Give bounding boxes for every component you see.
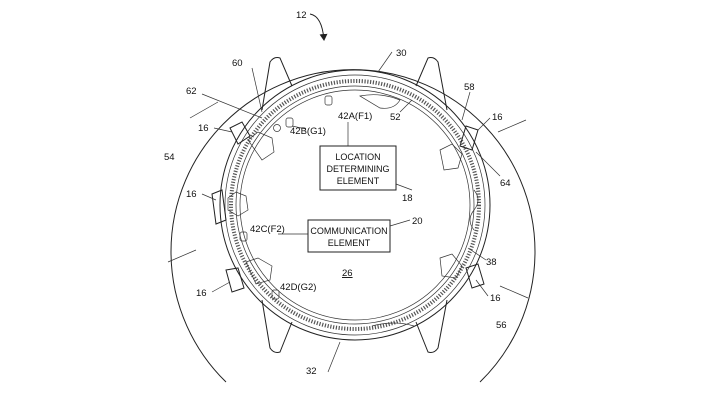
- ref-18: 18: [402, 193, 413, 204]
- side-buttons: [211, 121, 485, 293]
- communication-element-box: COMMUNICATION ELEMENT: [307, 219, 391, 253]
- watch-lugs-top: [261, 57, 448, 111]
- region-line-54-top: [189, 101, 219, 119]
- ref-20: 20: [412, 216, 423, 227]
- sensor-42c-label: 42C(F2): [250, 224, 285, 235]
- ref-16-left: 16: [186, 189, 197, 200]
- ref-16-upper-left: 16: [198, 123, 209, 134]
- ref-38: 38: [486, 257, 497, 268]
- watch-housing: [219, 69, 491, 341]
- location-box-line-1: LOCATION: [335, 152, 380, 162]
- region-line-54-bottom: [167, 249, 197, 263]
- sensor-42d-label: 42D(G2): [280, 282, 316, 293]
- internal-details: [227, 94, 479, 327]
- ref-16-lower-right: 16: [490, 293, 501, 304]
- location-box-line-2: DETERMINING: [327, 164, 390, 174]
- ref-64: 64: [500, 178, 511, 189]
- sensor-42a-label: 42A(F1): [338, 111, 372, 122]
- region-line-56-bottom: [499, 285, 529, 299]
- comm-box-line-2: ELEMENT: [328, 238, 371, 248]
- connector-box20: [389, 219, 411, 227]
- location-determining-element-box: LOCATION DETERMINING ELEMENT: [319, 145, 397, 191]
- ref-12: 12: [296, 10, 307, 21]
- ref-16-upper-right: 16: [492, 112, 503, 123]
- region-line-56-top: [497, 119, 527, 133]
- leader-lines: [201, 51, 501, 373]
- watch-lugs-bottom: [261, 299, 448, 353]
- ref-30: 30: [396, 48, 407, 59]
- ref-26: 26: [342, 268, 353, 279]
- connector-box18: [395, 183, 413, 191]
- ref-52: 52: [390, 112, 401, 123]
- sensor-42b-label: 42B(G1): [290, 126, 326, 137]
- arrow-12: [309, 13, 328, 41]
- ref-56: 56: [496, 320, 507, 331]
- location-box-line-3: ELEMENT: [337, 176, 380, 186]
- comm-box-line-1: COMMUNICATION: [310, 226, 387, 236]
- ref-54: 54: [164, 152, 175, 163]
- ref-32: 32: [306, 366, 317, 377]
- ref-58: 58: [464, 82, 475, 93]
- ref-16-lower-left: 16: [196, 288, 207, 299]
- ref-62: 62: [186, 86, 197, 97]
- ref-60: 60: [232, 58, 243, 69]
